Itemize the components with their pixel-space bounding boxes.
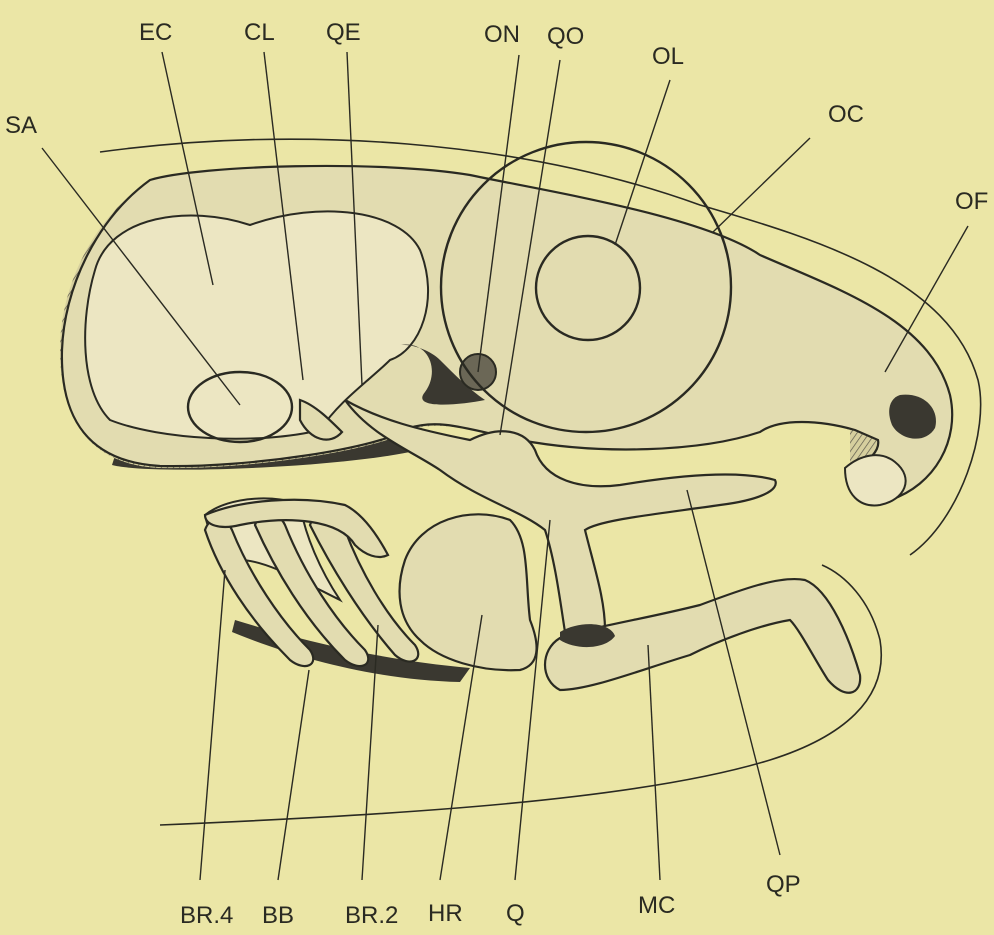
label-q: Q [506,900,525,927]
label-mc: MC [638,892,675,919]
hyoid [400,514,537,670]
label-ec: EC [139,19,172,46]
label-bb: BB [262,902,294,929]
label-oc: OC [828,101,864,128]
label-qo: QO [547,23,584,50]
label-hr: HR [428,900,463,927]
label-br2: BR.2 [345,902,398,929]
label-ol: OL [652,43,684,70]
label-qp: QP [766,871,801,898]
label-br4: BR.4 [180,902,233,929]
label-cl: CL [244,19,275,46]
label-sa: SA [5,112,37,139]
label-on: ON [484,21,520,48]
label-of: OF [955,188,988,215]
label-qe: QE [326,19,361,46]
